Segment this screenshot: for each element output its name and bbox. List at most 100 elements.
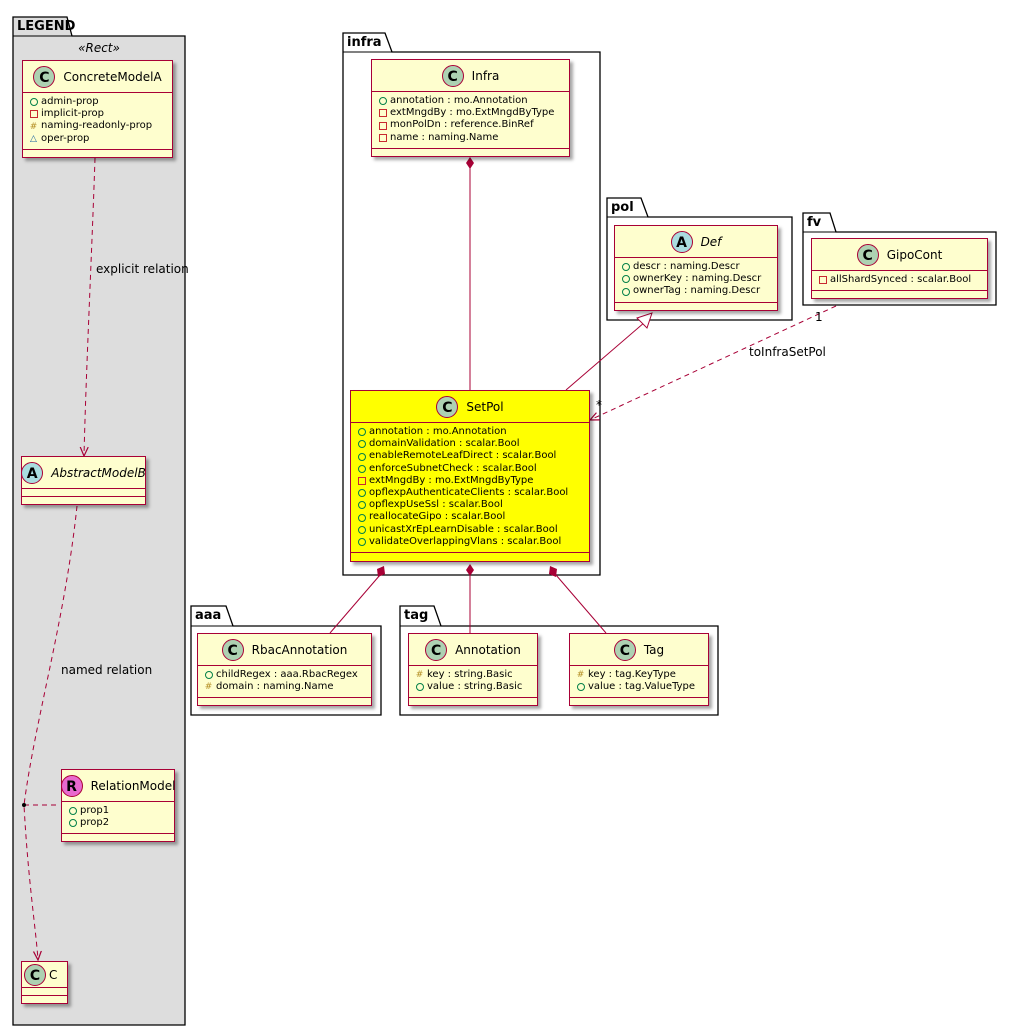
stereotype-a-icon: A <box>21 461 44 484</box>
attribute-row: annotation : mo.Annotation <box>378 95 565 107</box>
attribute-text: enableRemoteLeafDirect : scalar.Bool <box>369 450 557 462</box>
visibility-public-icon <box>357 512 366 524</box>
class-name: GipoCont <box>886 247 943 262</box>
method-compartment <box>351 553 589 561</box>
class-name: ConcreteModelA <box>63 69 162 84</box>
setpol-tag-composition <box>555 574 607 634</box>
attribute-text: allShardSynced : scalar.Bool <box>830 274 972 285</box>
attribute-text: admin-prop <box>41 96 99 107</box>
visibility-protected-icon: # <box>204 682 213 693</box>
attribute-row: prop1 <box>68 805 170 817</box>
attribute-text: key : tag.KeyType <box>588 669 676 680</box>
explicit-relation-label: explicit relation <box>96 262 189 276</box>
to-infra-setpol-edge <box>590 305 837 420</box>
visibility-public-icon <box>576 681 585 693</box>
visibility-protected-icon: # <box>576 670 585 681</box>
stereotype-c-icon: C <box>436 395 459 418</box>
attribute-row: reallocateGipo : scalar.Bool <box>357 511 585 523</box>
visibility-public-icon <box>357 536 366 548</box>
legend-stereotype: «Rect» <box>78 41 120 55</box>
method-compartment <box>62 834 174 841</box>
attribute-row: extMngdBy : mo.ExtMngdByType <box>378 107 565 119</box>
visibility-protected-icon: # <box>415 670 424 681</box>
attribute-text: opflexpUseSsl : scalar.Bool <box>369 499 503 511</box>
attribute-text: value : tag.ValueType <box>588 681 696 693</box>
attribute-row: admin-prop <box>29 96 168 108</box>
attribute-text: value : string.Basic <box>427 681 523 693</box>
visibility-public-icon <box>357 499 366 511</box>
attribute-row: annotation : mo.Annotation <box>357 426 585 438</box>
aaa-package-label: aaa <box>195 608 222 623</box>
attribute-text: ownerTag : naming.Descr <box>633 285 761 297</box>
visibility-public-icon <box>29 96 38 108</box>
attribute-compartment <box>22 988 67 996</box>
tag-package-label: tag <box>404 608 429 623</box>
attribute-text: reallocateGipo : scalar.Bool <box>369 511 506 523</box>
stereotype-c-icon: C <box>425 638 448 661</box>
visibility-public-icon <box>357 524 366 536</box>
visibility-private-icon <box>818 274 827 286</box>
attribute-text: annotation : mo.Annotation <box>390 95 528 106</box>
attribute-row: #domain : naming.Name <box>204 681 367 693</box>
explicit-relation-edge <box>84 157 96 456</box>
attribute-text: naming-readonly-prop <box>41 120 153 132</box>
attribute-text: prop1 <box>80 805 110 816</box>
class-header: A AbstractModelB <box>21 457 146 489</box>
attribute-text: implicit-prop <box>41 108 104 120</box>
visibility-private-icon <box>378 107 387 119</box>
def-generalization-edge <box>565 321 646 391</box>
attribute-row: value : string.Basic <box>415 681 533 693</box>
stereotype-c-icon: C <box>24 963 46 986</box>
method-compartment <box>372 149 569 156</box>
class-name: RelationModel <box>90 778 176 793</box>
multiplicity-many-label: * <box>596 398 602 412</box>
attribute-row: ownerTag : naming.Descr <box>621 285 773 297</box>
stereotype-a-icon: A <box>670 230 693 253</box>
stereotype-c-icon: C <box>221 638 244 661</box>
class-abstract-model-b[interactable]: A AbstractModelB <box>21 456 146 505</box>
attribute-row: #key : string.Basic <box>415 669 533 681</box>
stereotype-c-icon: C <box>441 64 464 87</box>
attribute-text: oper-prop <box>41 132 90 144</box>
setpol-rbac-composition <box>329 574 381 634</box>
attribute-row: prop2 <box>68 817 170 829</box>
visibility-public-icon <box>621 286 630 298</box>
attribute-row: allShardSynced : scalar.Bool <box>818 274 983 286</box>
class-name: Def <box>700 234 722 249</box>
attribute-row: enforceSubnetCheck : scalar.Bool <box>357 463 585 475</box>
visibility-public-icon <box>415 681 424 693</box>
visibility-private-icon <box>378 132 387 144</box>
method-compartment <box>615 303 777 310</box>
method-compartment <box>22 497 145 504</box>
visibility-public-icon <box>68 805 77 817</box>
class-name: AbstractModelB <box>51 465 146 480</box>
visibility-public-icon <box>357 487 366 499</box>
method-compartment <box>23 150 172 157</box>
attribute-row: △oper-prop <box>29 133 168 145</box>
attribute-text: domain : naming.Name <box>216 681 334 693</box>
method-compartment <box>812 291 987 298</box>
attribute-row: monPolDn : reference.BinRef <box>378 119 565 131</box>
fv-package-label: fv <box>807 215 822 230</box>
attribute-text: opflexpAuthenticateClients : scalar.Bool <box>369 487 569 499</box>
attribute-text: name : naming.Name <box>390 131 499 143</box>
infra-package-label: infra <box>347 35 382 50</box>
class-name: C <box>49 967 58 982</box>
attribute-row: unicastXrEpLearnDisable : scalar.Bool <box>357 524 585 536</box>
